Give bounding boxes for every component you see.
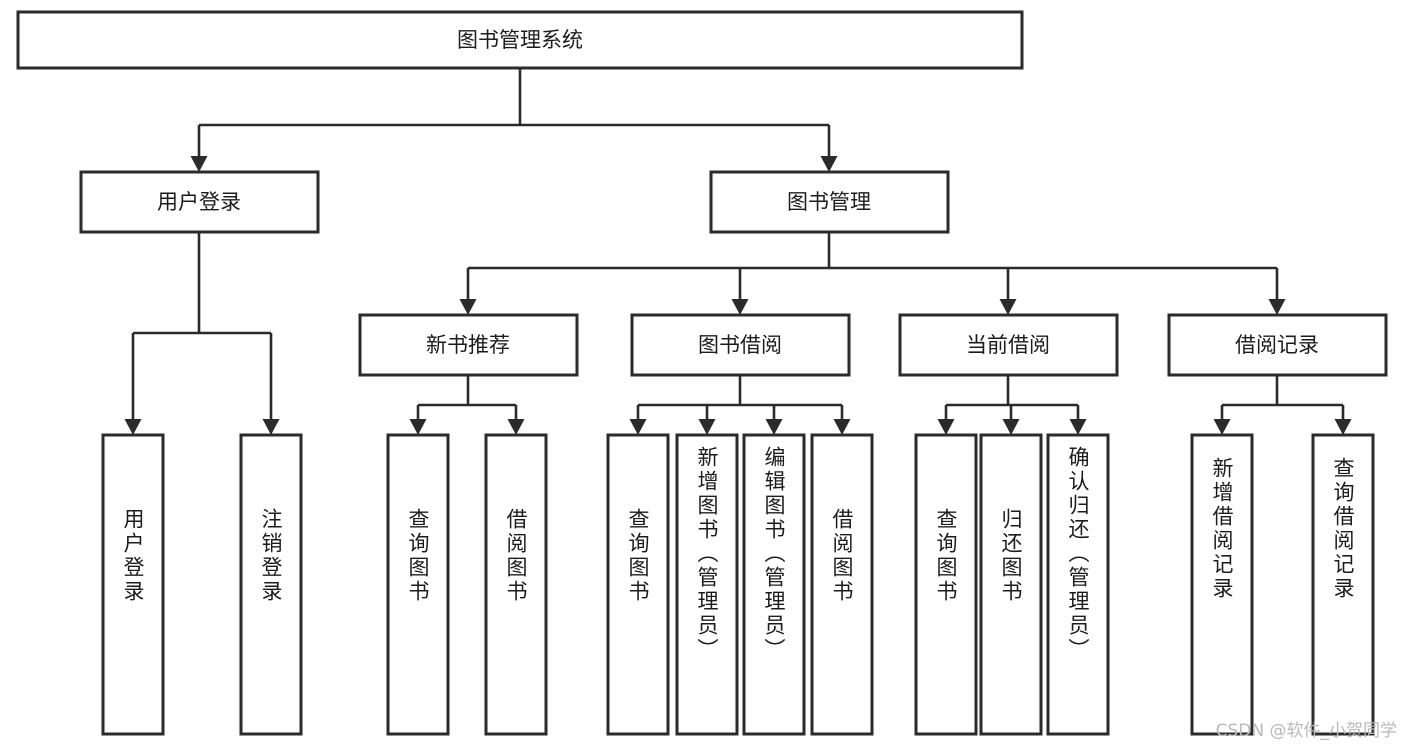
node-leaf-return-book-label: 归还图书: [999, 508, 1023, 604]
node-leaf-logout-login[interactable]: 注销登录: [239, 433, 303, 736]
node-leaf-query-book-2-label: 查询图书: [626, 508, 650, 604]
node-leaf-user-login-box[interactable]: [101, 433, 165, 736]
node-leaf-query-book-1-label: 查询图书: [406, 508, 430, 604]
arrow-to-leaf-query-book-3: [937, 419, 955, 435]
node-leaf-query-book-3[interactable]: 查询图书: [914, 433, 978, 736]
node-leaf-add-record-box[interactable]: [1190, 433, 1254, 736]
node-leaf-borrow-book-1-box[interactable]: [484, 433, 548, 736]
node-leaf-query-book-3-box[interactable]: [914, 433, 978, 736]
node-book-borrow-box[interactable]: [630, 313, 851, 377]
node-leaf-edit-book[interactable]: 编辑图书（管理员）: [742, 433, 806, 736]
node-leaf-query-record[interactable]: 查询借阅记录: [1311, 433, 1375, 736]
node-borrow-record[interactable]: 借阅记录: [1167, 313, 1388, 377]
node-user-login-box[interactable]: [79, 170, 320, 234]
node-leaf-query-book-1-box[interactable]: [386, 433, 450, 736]
node-leaf-borrow-book-2-box[interactable]: [810, 433, 874, 736]
node-current-borrow[interactable]: 当前借阅: [898, 313, 1119, 377]
node-leaf-add-book[interactable]: 新增图书（管理员）: [675, 433, 739, 736]
arrow-to-leaf-return-book: [1002, 419, 1020, 435]
node-book-management-label: 图书管理: [787, 190, 871, 214]
node-book-borrow-label: 图书借阅: [698, 333, 782, 357]
node-user-login-label: 用户登录: [157, 190, 241, 214]
node-leaf-query-book-2-box[interactable]: [606, 433, 670, 736]
node-leaf-confirm-return-box[interactable]: [1046, 433, 1110, 736]
arrow-to-leaf-edit-book: [765, 419, 783, 435]
node-root[interactable]: 图书管理系统: [16, 10, 1024, 70]
arrow-to-leaf-borrow-book-2: [833, 419, 851, 435]
node-book-management-box[interactable]: [709, 170, 950, 234]
node-leaf-user-login[interactable]: 用户登录: [101, 433, 165, 736]
node-borrow-record-label: 借阅记录: [1235, 333, 1319, 357]
arrow-root-to-user-login: [190, 156, 208, 172]
node-leaf-confirm-return[interactable]: 确认归还（管理员）: [1046, 433, 1110, 736]
node-leaf-add-book-label: 新增图书（管理员）: [695, 446, 719, 662]
node-leaf-return-book[interactable]: 归还图书: [979, 433, 1043, 736]
node-book-borrow[interactable]: 图书借阅: [630, 313, 851, 377]
node-leaf-borrow-book-1[interactable]: 借阅图书: [484, 433, 548, 736]
arrow-to-leaf-user-login: [124, 419, 142, 435]
node-borrow-record-box[interactable]: [1167, 313, 1388, 377]
node-leaf-query-book-3-label: 查询图书: [934, 508, 958, 604]
arrow-to-new-book-recommend: [459, 299, 477, 315]
node-leaf-add-book-box[interactable]: [675, 433, 739, 736]
arrow-to-book-borrow: [731, 299, 749, 315]
node-user-login[interactable]: 用户登录: [79, 170, 320, 234]
connector-layer: [124, 68, 1352, 435]
node-current-borrow-label: 当前借阅: [966, 333, 1050, 357]
node-leaf-logout-login-box[interactable]: [239, 433, 303, 736]
arrow-to-leaf-logout-login: [262, 419, 280, 435]
node-leaf-borrow-book-2-label: 借阅图书: [830, 508, 854, 604]
arrow-to-current-borrow: [999, 299, 1017, 315]
arrow-to-leaf-add-record: [1213, 419, 1231, 435]
arrow-to-leaf-add-book: [698, 419, 716, 435]
arrow-to-leaf-confirm-return: [1069, 419, 1087, 435]
node-current-borrow-box[interactable]: [898, 313, 1119, 377]
node-leaf-logout-login-label: 注销登录: [259, 508, 283, 604]
node-leaf-add-record[interactable]: 新增借阅记录: [1190, 433, 1254, 736]
node-leaf-query-book-1[interactable]: 查询图书: [386, 433, 450, 736]
node-new-book-recommend-box[interactable]: [358, 313, 579, 377]
node-leaf-user-login-label: 用户登录: [121, 508, 145, 604]
arrow-to-leaf-query-book-1: [409, 419, 427, 435]
node-leaf-borrow-book-2[interactable]: 借阅图书: [810, 433, 874, 736]
node-leaf-return-book-box[interactable]: [979, 433, 1043, 736]
node-leaf-borrow-book-1-label: 借阅图书: [504, 508, 528, 604]
node-leaf-edit-book-box[interactable]: [742, 433, 806, 736]
node-root-box[interactable]: [16, 10, 1024, 70]
node-new-book-recommend-label: 新书推荐: [426, 333, 510, 357]
arrow-to-borrow-record: [1268, 299, 1286, 315]
node-new-book-recommend[interactable]: 新书推荐: [358, 313, 579, 377]
arrow-to-leaf-query-record: [1334, 419, 1352, 435]
node-leaf-edit-book-label: 编辑图书（管理员）: [762, 446, 786, 662]
arrow-to-leaf-query-book-2: [629, 419, 647, 435]
node-root-label: 图书管理系统: [457, 28, 583, 52]
node-leaf-query-record-box[interactable]: [1311, 433, 1375, 736]
arrow-to-leaf-borrow-book-1: [507, 419, 525, 435]
node-leaf-query-record-label: 查询借阅记录: [1331, 457, 1355, 601]
node-leaf-query-book-2[interactable]: 查询图书: [606, 433, 670, 736]
node-leaf-confirm-return-label: 确认归还（管理员）: [1066, 446, 1090, 662]
arrow-root-to-book-management: [820, 156, 838, 172]
node-leaf-add-record-label: 新增借阅记录: [1210, 457, 1234, 601]
node-book-management[interactable]: 图书管理: [709, 170, 950, 234]
